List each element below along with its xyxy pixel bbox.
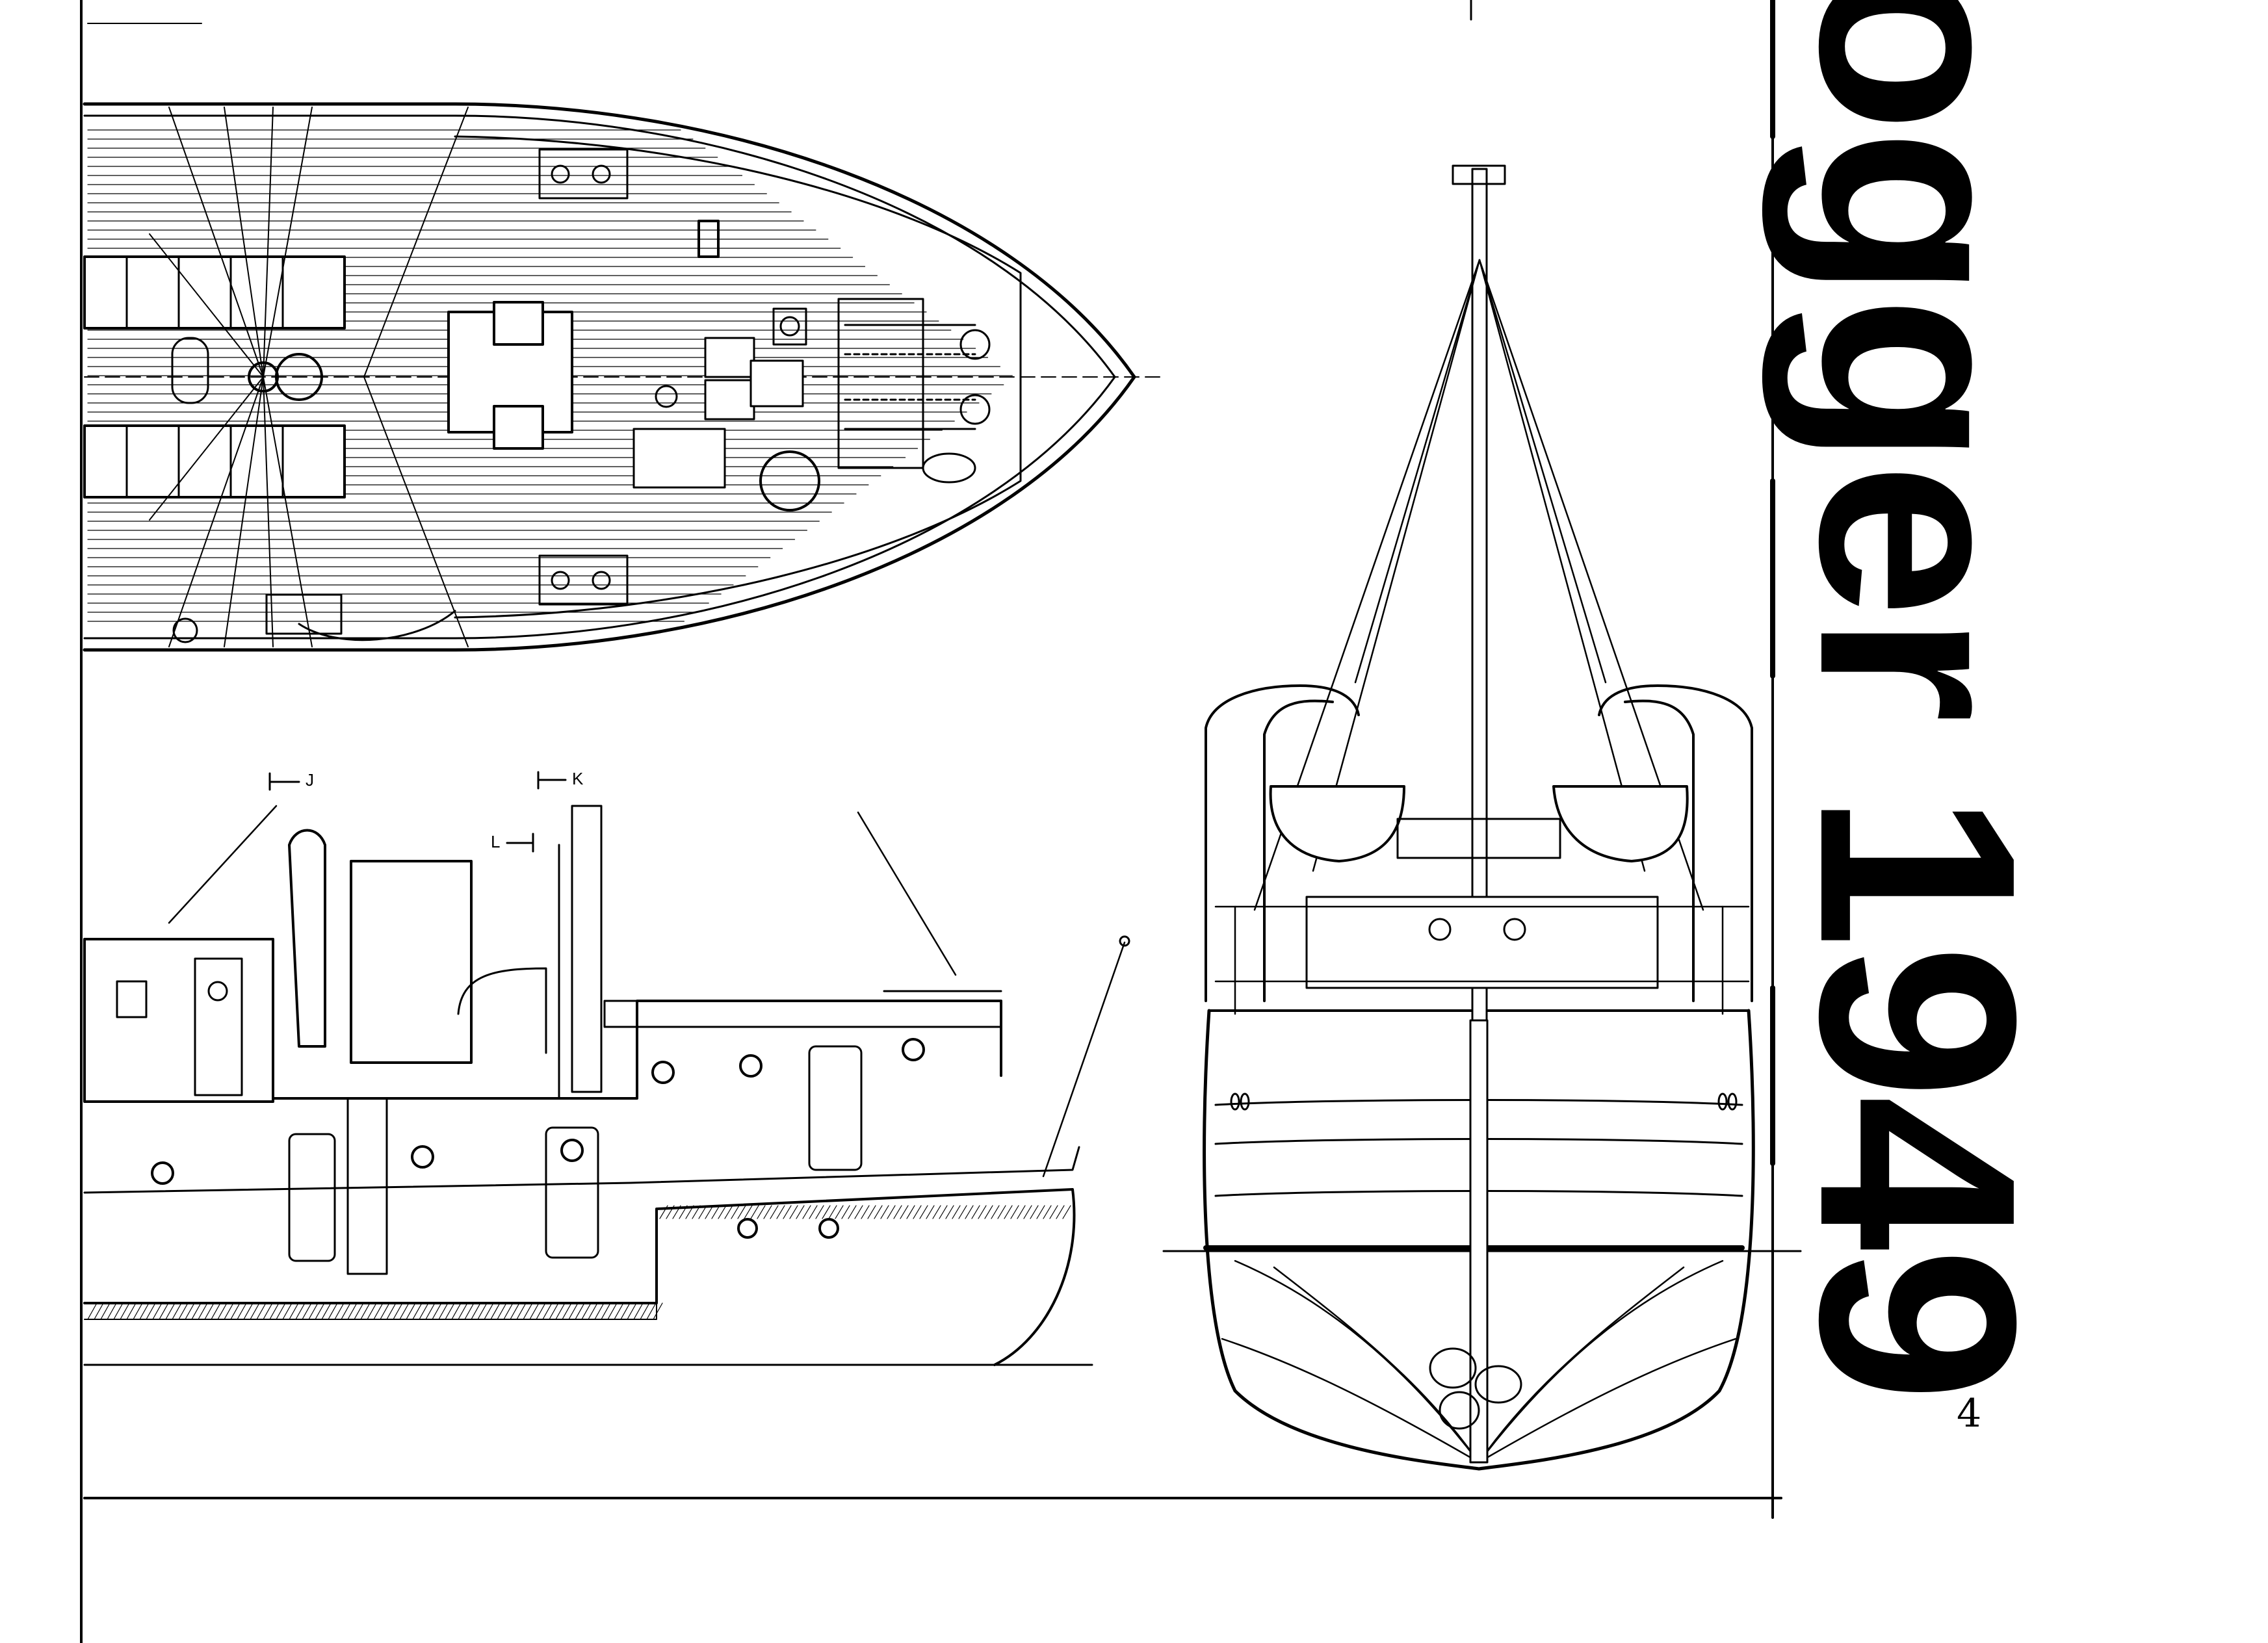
section-markers <box>268 771 567 853</box>
page-mark: 4 <box>1957 1391 1982 1436</box>
portholes <box>151 1038 925 1239</box>
sheet-frame <box>80 0 1782 1643</box>
section-label-k: K <box>572 769 584 788</box>
hatch-port <box>83 255 346 330</box>
drawing-title: logger 1949 <box>1762 0 2074 1399</box>
stern-view <box>1162 164 1802 1471</box>
drawing-title-wrap: logger 1949 <box>1762 0 2074 1399</box>
deck-plan-view <box>83 102 1164 652</box>
section-label-j: J <box>306 770 314 790</box>
rigging-lines <box>149 107 469 647</box>
lifeboat-port <box>1205 684 1405 1002</box>
windlass <box>632 298 991 511</box>
wheelhouse <box>83 938 274 1103</box>
hatch-starboard <box>83 424 346 498</box>
lifeboat-starboard <box>1552 684 1753 1002</box>
bitts <box>538 148 629 606</box>
profile-view <box>83 771 1130 1366</box>
hatched-deck <box>87 1205 1071 1320</box>
section-label-l: L <box>491 832 501 851</box>
